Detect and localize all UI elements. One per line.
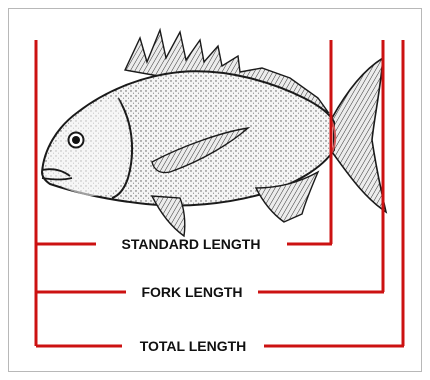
fork-length-label: FORK LENGTH	[141, 284, 242, 300]
fish-illustration	[42, 30, 386, 236]
standard-length-label: STANDARD LENGTH	[122, 236, 261, 252]
pupil	[72, 136, 80, 144]
pelvic-fin	[152, 196, 185, 236]
head-shade	[45, 98, 129, 196]
total-length-label: TOTAL LENGTH	[140, 338, 247, 354]
tail-fin	[332, 58, 386, 212]
